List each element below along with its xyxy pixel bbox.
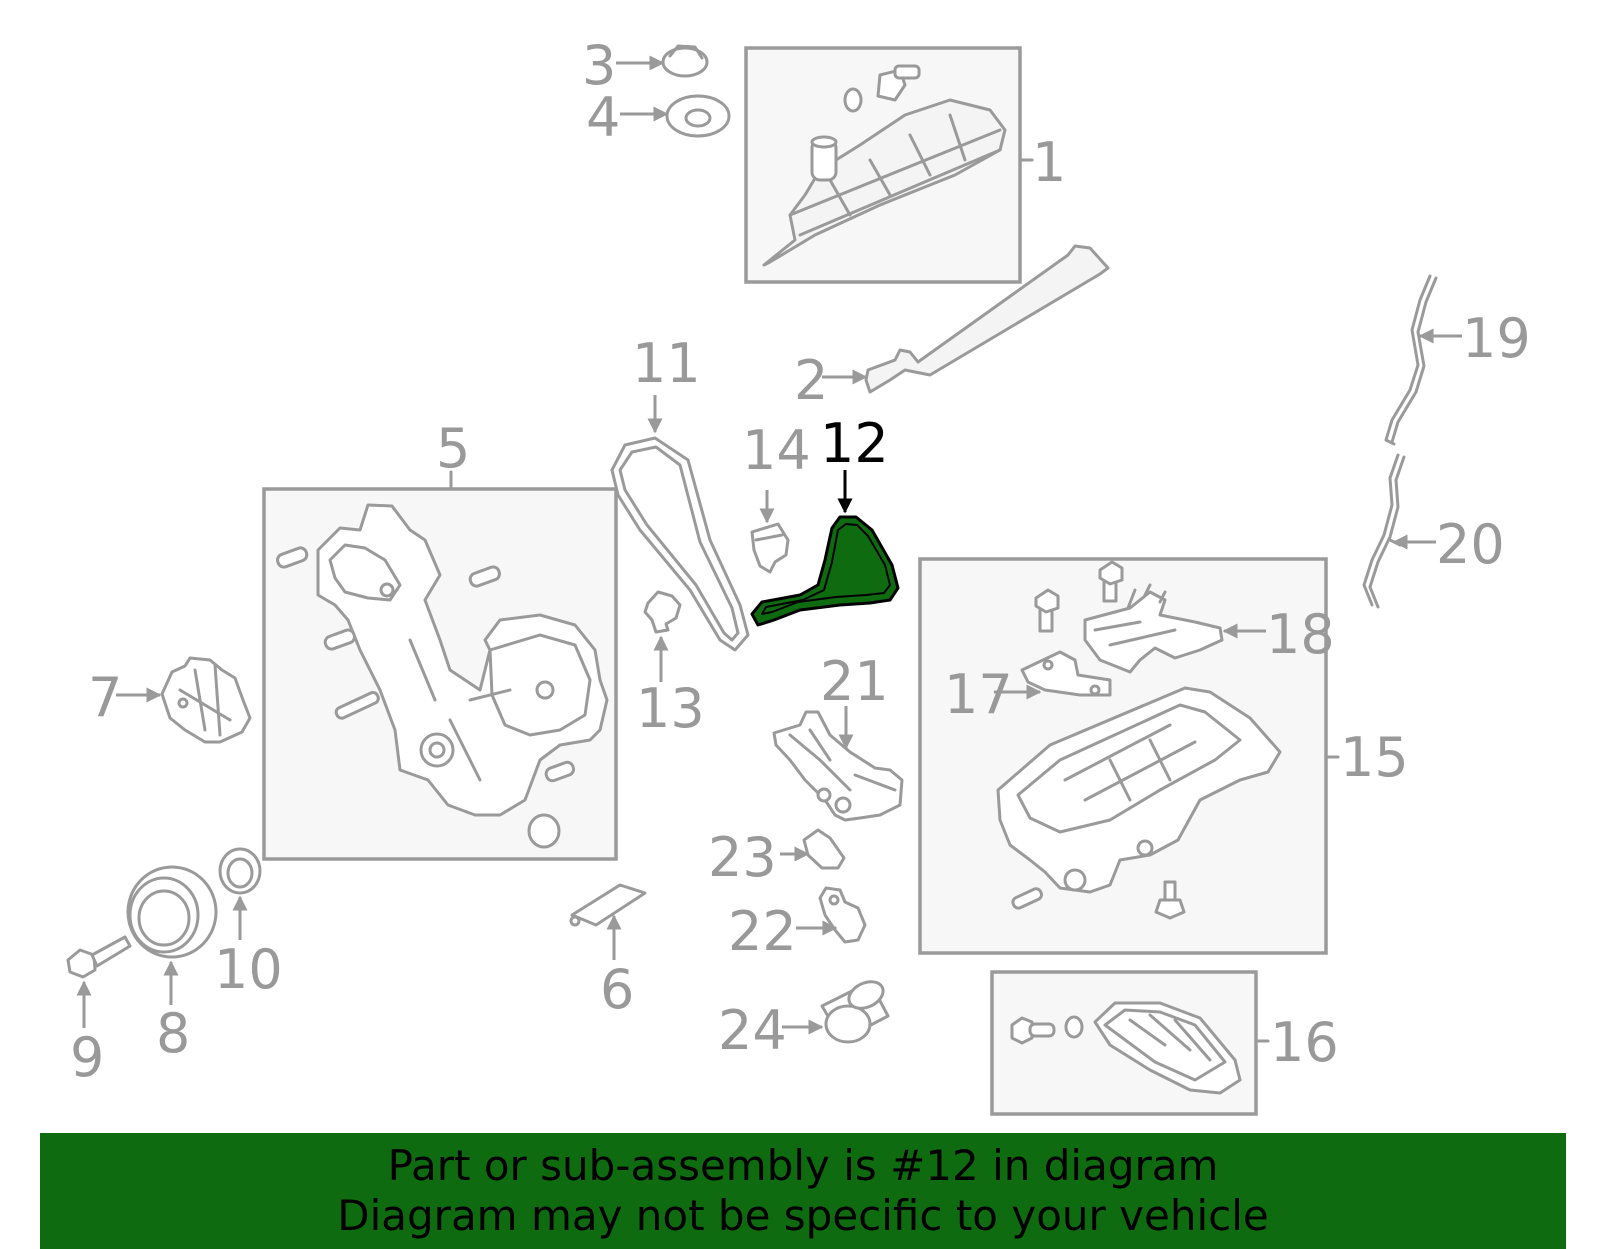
part-21-oil-pump[interactable]: 21 xyxy=(772,650,904,822)
part-20-dipstick-tube[interactable]: 20 xyxy=(1362,453,1505,609)
part-12-shape[interactable] xyxy=(750,515,900,627)
part-12-chain-guide[interactable]: 12 xyxy=(750,412,900,627)
label-13: 13 xyxy=(636,677,705,740)
label-7: 7 xyxy=(88,666,122,729)
part-13-tensioner[interactable]: 13 xyxy=(636,590,705,740)
part-10-front-seal[interactable]: 10 xyxy=(214,847,283,1001)
label-10: 10 xyxy=(214,938,283,1001)
part-6-gasket[interactable]: 6 xyxy=(569,883,647,1021)
label-23: 23 xyxy=(708,826,777,889)
part-16-lower-pan[interactable]: 16 xyxy=(990,970,1339,1116)
label-16: 16 xyxy=(1270,1011,1339,1074)
part-3-oil-cap[interactable]: 3 xyxy=(582,34,709,97)
part-23-gasket[interactable]: 23 xyxy=(708,826,846,889)
part-18-baffle[interactable]: 18 xyxy=(1034,560,1335,674)
label-1: 1 xyxy=(1032,131,1066,194)
part-9-crank-bolt[interactable]: 9 xyxy=(66,935,132,1089)
label-14: 14 xyxy=(742,419,811,482)
label-17: 17 xyxy=(944,663,1013,726)
label-9: 9 xyxy=(70,1026,104,1089)
part-24-oil-filter[interactable]: 24 xyxy=(718,977,890,1062)
label-8: 8 xyxy=(156,1002,190,1065)
banner-line-1: Part or sub-assembly is #12 in diagram xyxy=(387,1141,1219,1190)
part-1-valve-cover[interactable]: 1 xyxy=(744,46,1066,284)
label-5: 5 xyxy=(436,417,470,480)
label-2: 2 xyxy=(794,349,828,412)
part-14-tensioner-arm[interactable]: 14 xyxy=(742,419,811,574)
part-17-bracket[interactable]: 17 xyxy=(944,650,1112,726)
label-6: 6 xyxy=(600,958,634,1021)
label-22: 22 xyxy=(728,900,797,963)
part-19-dipstick[interactable]: 19 xyxy=(1384,274,1531,446)
label-12: 12 xyxy=(820,412,889,475)
label-24: 24 xyxy=(718,999,787,1062)
label-20: 20 xyxy=(1436,513,1505,576)
label-19: 19 xyxy=(1462,307,1531,370)
part-22-filter-adapter[interactable]: 22 xyxy=(728,886,867,963)
part-5-timing-cover[interactable]: 5 xyxy=(262,417,618,861)
banner-line-2: Diagram may not be specific to your vehi… xyxy=(337,1191,1269,1240)
part-2-cover-gasket[interactable]: 2 xyxy=(794,244,1110,412)
part-7-bracket[interactable]: 7 xyxy=(88,656,252,744)
part-11-timing-chain[interactable]: 11 xyxy=(610,332,750,652)
label-11: 11 xyxy=(632,332,701,395)
part-4-cap-seal[interactable]: 4 xyxy=(586,86,731,149)
label-3: 3 xyxy=(582,34,616,97)
label-15: 15 xyxy=(1340,726,1409,789)
notice-banner: Part or sub-assembly is #12 in diagram D… xyxy=(40,1133,1566,1249)
label-4: 4 xyxy=(586,86,620,149)
label-21: 21 xyxy=(820,650,889,713)
part-8-crank-pulley[interactable]: 8 xyxy=(126,865,218,1065)
label-18: 18 xyxy=(1266,603,1335,666)
